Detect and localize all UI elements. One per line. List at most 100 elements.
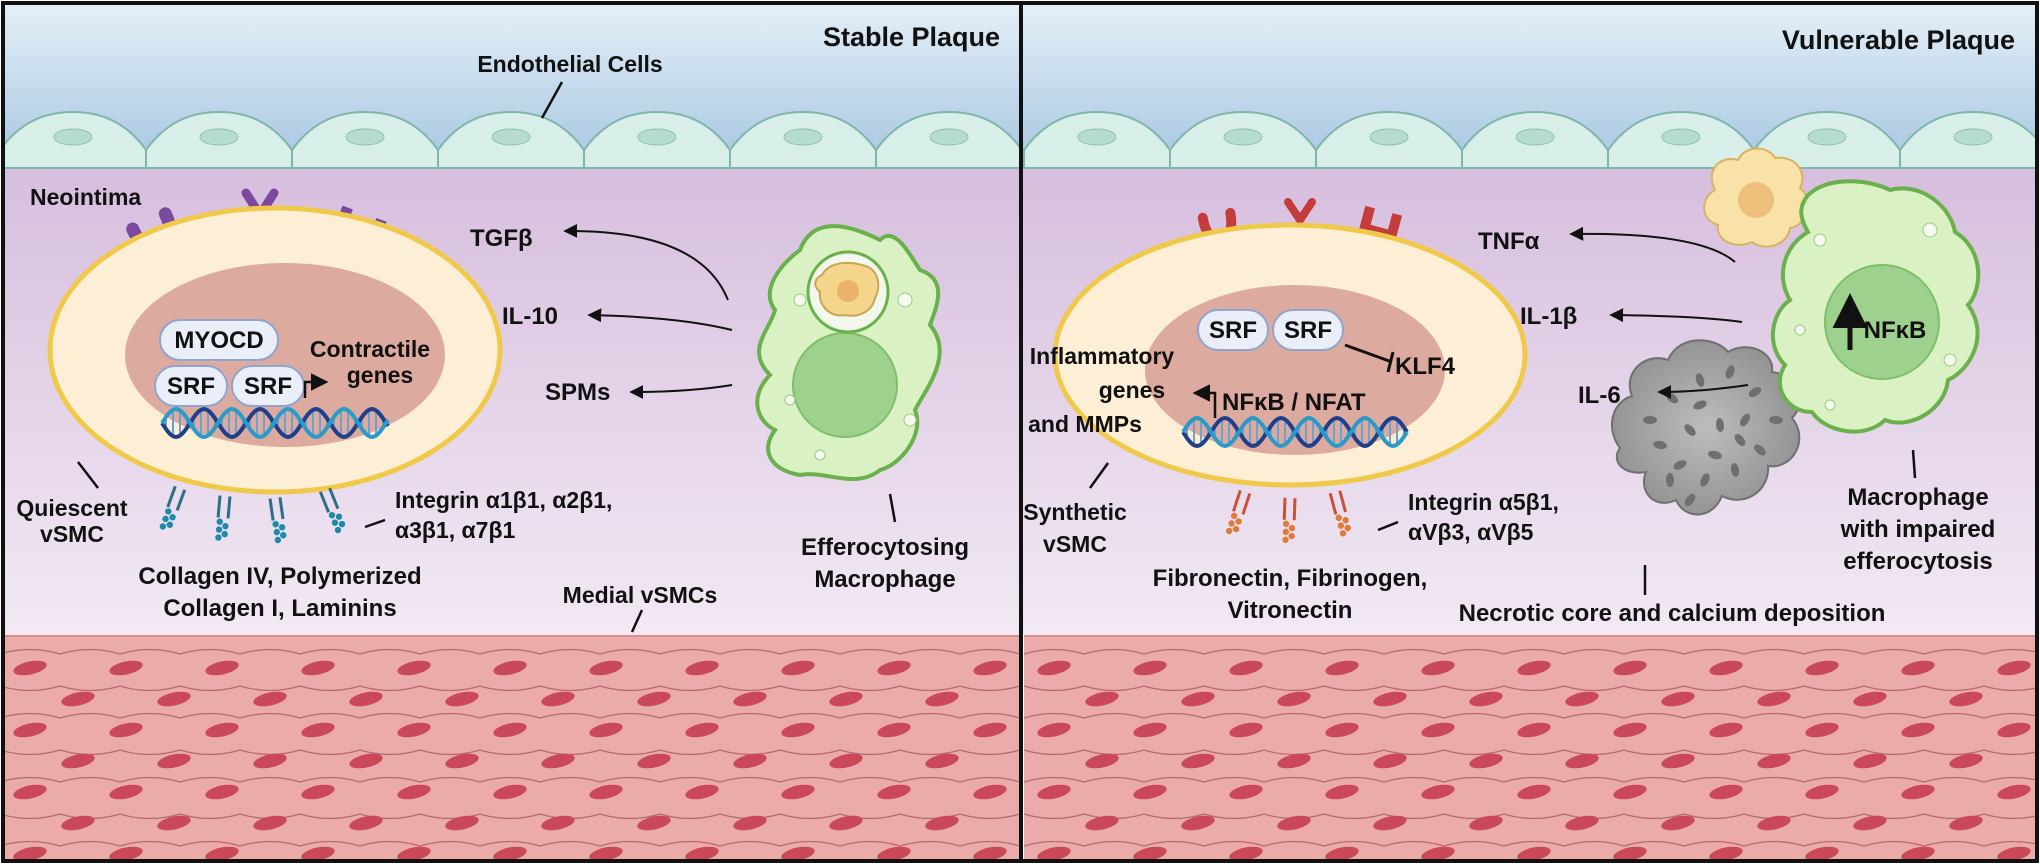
necrotic-core-icon [1611,339,1801,516]
smc-nucleus [1757,815,1791,831]
vacuole-dot [1794,324,1806,336]
smc-nucleus [541,753,575,769]
smc-nucleus [733,815,767,831]
vacuole-dot [903,413,917,427]
endothelial-nucleus [1661,128,1701,146]
smc-nucleus [1421,846,1455,860]
smc-nucleus [1373,815,1407,831]
smc-nucleus [397,660,431,676]
smc-nucleus [1325,846,1359,860]
smc-nucleus [1805,846,1839,860]
cytokine-label: IL-6 [1578,382,1621,409]
cytokine-label: TGFβ [470,225,533,252]
smc-nucleus [397,784,431,800]
neointima-label: Neointima [30,184,141,210]
integrin-icons [1225,489,1351,544]
calcium-speck [1693,400,1707,410]
integrin-label: Integrin α5β1, [1408,489,1559,515]
smc-fiber [4,685,1020,692]
smc-nucleus [1229,660,1263,676]
smc-fiber [4,749,1020,756]
smc-nucleus [829,815,863,831]
ecm-bead [1282,520,1290,528]
smc-nucleus [781,660,815,676]
smc-fiber [4,840,1020,847]
smc-nucleus [877,784,911,800]
smc-nucleus [685,846,719,860]
smc-nucleus [493,846,527,860]
smc-nucleus [301,660,335,676]
integrin-icon [1282,497,1297,544]
cytokine-arrow-icon [629,384,733,399]
smc-nucleus [1085,815,1119,831]
vacuole-dot [897,292,913,308]
macrophage-label: Efferocytosing [801,534,969,561]
media-layer [1023,635,2036,860]
vsmc-pointer [77,461,99,489]
panel-title: Vulnerable Plaque [1782,25,2015,55]
smc-nucleus [1085,691,1119,707]
inflammatory-genes-label: Inflammatory [1030,343,1175,369]
smc-nucleus [541,815,575,831]
smc-nucleus [973,660,1007,676]
smc-nucleus [1517,660,1551,676]
endothelial-nucleus [491,128,531,146]
ecm-bead [1282,536,1289,544]
smc-nucleus [205,660,239,676]
ecm-bead [216,518,223,525]
smc-nucleus [733,753,767,769]
ecm-bead [331,519,339,526]
smc-fiber [1023,813,2036,820]
smc-nucleus [1565,815,1599,831]
integrin-icon [318,487,346,534]
smc-nucleus [781,846,815,860]
ecm-bead [272,520,279,528]
smc-nucleus [493,660,527,676]
calcium-speck [1715,418,1725,432]
ecm-bead [335,513,343,520]
macrophage-label: Macrophage [814,566,955,593]
smc-nucleus [1709,722,1743,738]
calcium-speck [1643,416,1657,424]
smc-nucleus [13,660,47,676]
smc-fiber [4,648,1020,655]
integrin-stalk [268,497,285,521]
ecm-bead [1344,524,1351,532]
calcium-speck [1730,463,1740,477]
ecm-bead [215,526,223,533]
macrophage-label: with impaired [1840,516,1996,543]
smc-nucleus [109,846,143,860]
endothelial-layer [1023,110,2036,169]
smc-nucleus [589,660,623,676]
endothelial-nucleus [199,128,239,146]
inflammatory-genes-label: genes [1099,377,1165,403]
medial-vsmcs-label: Medial vSMCs [563,582,718,608]
smc-nucleus [349,815,383,831]
smc-nucleus [637,753,671,769]
endothelial-nucleus [1807,128,1847,146]
srf-box [1197,309,1269,351]
smc-nucleus [1613,846,1647,860]
integrin-stalk [1232,489,1252,515]
dna-strand [160,406,390,440]
contractile-genes-label: Contractile [310,336,430,362]
smc-nucleus [445,815,479,831]
ecm-label: Collagen I, Laminins [163,595,396,622]
smc-nucleus [1901,722,1935,738]
smc-nucleus [1373,691,1407,707]
smc-nucleus [1229,722,1263,738]
smc-nucleus [1133,784,1167,800]
smc-nucleus [253,815,287,831]
srf-label: SRF [1284,317,1332,344]
ecm-bead [328,512,336,519]
macrophage-label: Macrophage [1847,484,1988,511]
smc-nucleus [61,691,95,707]
smc-fiber [4,712,1020,719]
smc-nucleus [1805,722,1839,738]
vulnerable-plaque-panel: Vulnerable Plaque SRF SRF KLF4 NFκB / NF… [1022,4,2036,860]
integrin-stalk [1282,497,1297,521]
smc-nucleus [445,691,479,707]
endothelial-nucleus [53,128,93,146]
ecm-bead [215,534,222,541]
